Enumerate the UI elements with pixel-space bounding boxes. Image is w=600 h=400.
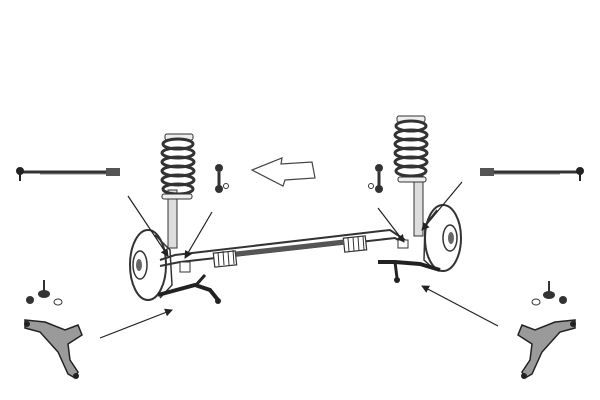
ball-joint-right-icon [531,281,567,306]
tie-rod-right-icon [480,167,584,181]
stabilizer-link-right-icon [368,164,383,193]
pointer-arrow-5 [99,308,173,339]
coil-spring-strut-left-icon [160,133,196,249]
lower-arm-mounted-left-icon [157,273,221,304]
pointer-arrow-1 [127,195,169,257]
stabilizer-link-left-icon [215,164,229,193]
ball-joint-left-icon [26,280,63,306]
pointer-arrow-3 [421,181,463,231]
lower-arm-mounted-right-icon [378,260,441,283]
control-arm-right-icon [517,319,576,380]
pointer-arrow-6 [421,285,499,327]
control-arm-left-icon [24,319,83,380]
pointer-arrow-2 [184,211,213,259]
tie-rod-left-icon [16,167,120,181]
pointer-arrow-4 [377,207,405,243]
direction-arrow-icon [250,157,316,187]
pointer-arrows [99,181,499,339]
wheel-hub-right-icon [423,204,462,272]
coil-spring-strut-right-icon [393,115,429,237]
